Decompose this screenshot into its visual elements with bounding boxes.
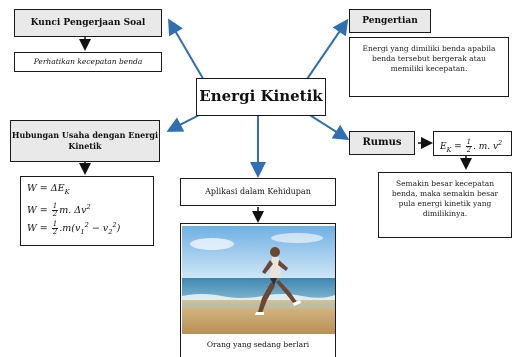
- rumus-note: Semakin besar kecepatan benda, maka sema…: [391, 179, 499, 218]
- kunci-title: Kunci Pengerjaan Soal: [30, 18, 146, 28]
- aplikasi-title-box: Aplikasi dalam Kehidupan: [180, 178, 336, 206]
- runner-figure: [254, 247, 301, 315]
- hubungan-title: Hubungan Usaha dengan Energi Kinetik: [11, 130, 159, 151]
- arrow-to-kunci: [167, 18, 206, 83]
- arrow-to-pengertian: [304, 18, 349, 83]
- aplikasi-image-box: Orang yang sedang berlari: [180, 223, 336, 357]
- rumus-note-box: Semakin besar kecepatan benda, maka sema…: [378, 172, 512, 238]
- kunci-note: Perhatikan kecepatan benda: [33, 57, 143, 66]
- kunci-note-box: Perhatikan kecepatan benda: [14, 52, 162, 72]
- pengertian-text: Energi yang dimiliki benda apabila benda…: [362, 44, 496, 73]
- center-title: Energi Kinetik: [199, 87, 323, 105]
- hubungan-title-box: Hubungan Usaha dengan Energi Kinetik: [10, 120, 160, 162]
- aplikasi-title: Aplikasi dalam Kehidupan: [205, 187, 311, 196]
- aplikasi-caption: Orang yang sedang berlari: [206, 340, 310, 349]
- center-box: Energi Kinetik: [196, 78, 326, 116]
- pengertian-title: Pengertian: [362, 16, 418, 26]
- rumus-title: Rumus: [362, 137, 402, 148]
- kunci-title-box: Kunci Pengerjaan Soal: [14, 9, 162, 37]
- runner-beach-image: [181, 226, 335, 334]
- pengertian-text-box: Energi yang dimiliki benda apabila benda…: [349, 37, 509, 97]
- pengertian-title-box: Pengertian: [349, 9, 431, 33]
- rumus-title-box: Rumus: [349, 131, 415, 155]
- arrow-to-rumus: [304, 111, 350, 141]
- equation-work-energy: W = ΔEK: [27, 183, 70, 196]
